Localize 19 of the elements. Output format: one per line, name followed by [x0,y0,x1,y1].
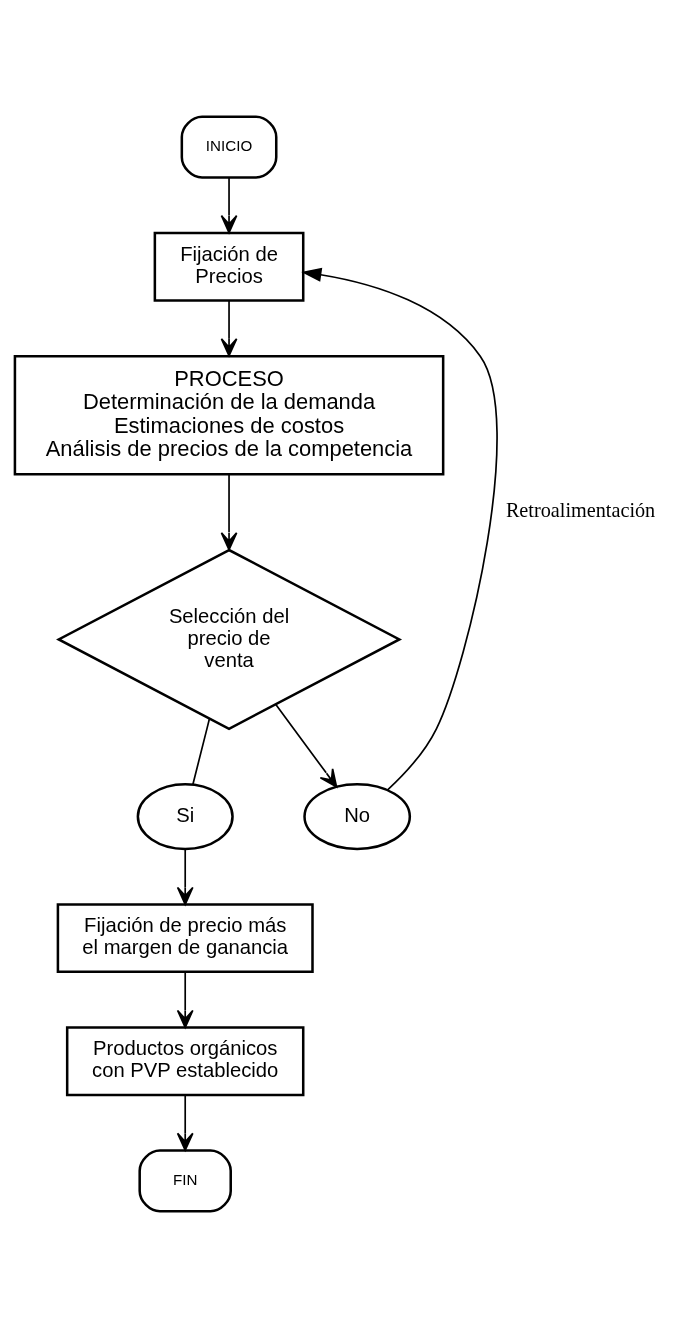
connector [192,717,211,785]
arrow [301,267,498,791]
node-diamond: Selección del precio de venta [56,548,403,730]
arrow [274,703,338,788]
node-ellipse: No [303,782,412,850]
arrow [220,176,238,233]
node-box: FIN [138,1148,232,1213]
arrow [220,472,238,551]
node-box: Productos orgánicos con PVP establecido [65,1025,305,1096]
arrow [176,970,194,1028]
node-box: Fijación de precio más el margen de ganancia [56,902,314,973]
node-box: INICIO [180,114,278,179]
arrow [220,299,238,357]
node-box: Fijación de Precios [153,231,305,302]
arrow [176,847,194,905]
node-ellipse: Si [136,782,234,850]
arrow [176,1093,194,1151]
node-box: PROCESO Determinación de la demanda Estimaciones de costos Análisis de precios de la competencia [13,354,445,475]
edge-label: Retroalimentación [505,498,656,521]
